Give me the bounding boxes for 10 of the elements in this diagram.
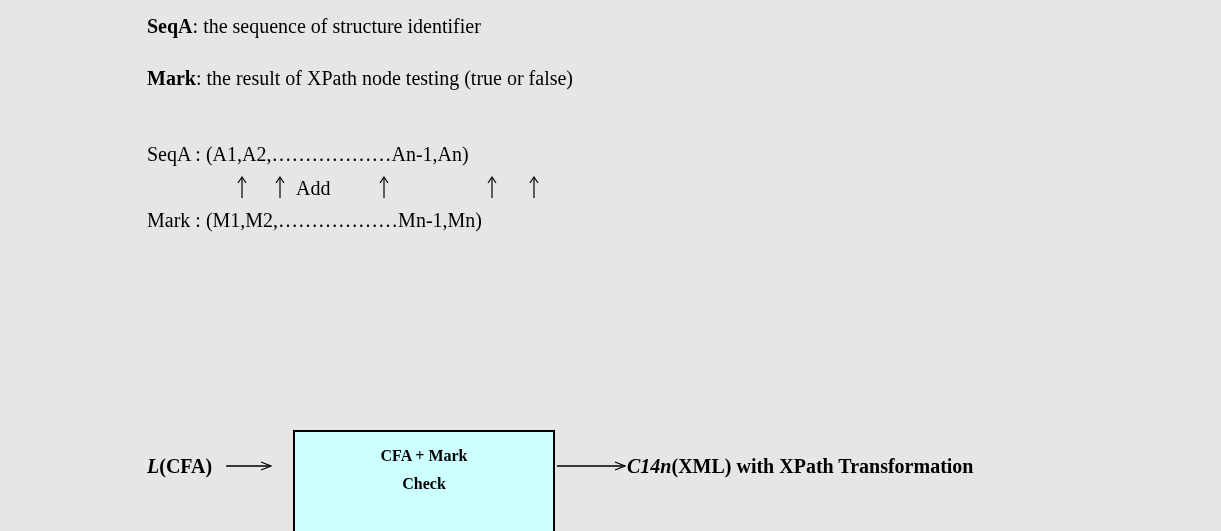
arrow: [225, 461, 272, 471]
process-box: CFA + Mark Check: [293, 430, 555, 531]
definition-text: SeqA: the sequence of structure identifier: [147, 14, 481, 38]
arrow: [556, 461, 626, 471]
sequence-row: Mark : (M1,M2,………………Mn-1,Mn): [147, 208, 482, 232]
add-text: Add: [296, 176, 331, 200]
sequence-row: SeqA : (A1,A2,………………An-1,An): [147, 142, 469, 166]
definition-text: Mark: the result of XPath node testing (true or false): [147, 66, 573, 90]
flow-text: L(CFA): [147, 454, 213, 478]
flow-text: C14n(XML) with XPath Transformation: [627, 454, 974, 478]
